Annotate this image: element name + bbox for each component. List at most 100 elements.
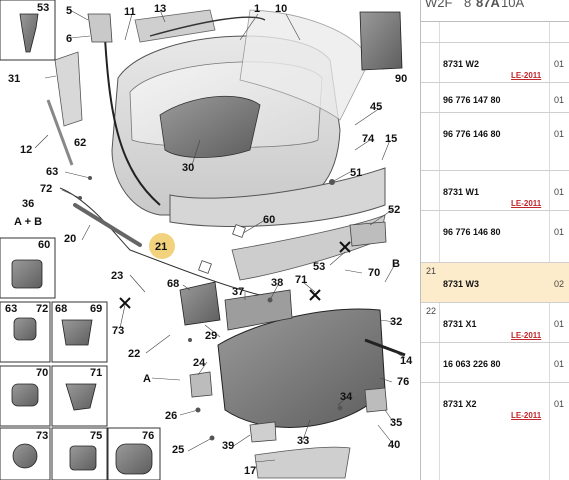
bracket-24	[189, 371, 213, 398]
callout-68: 68	[167, 278, 179, 290]
callout-74: 74	[362, 133, 375, 145]
callout-a-plus-b: A + B	[14, 216, 42, 228]
callout-15: 15	[385, 133, 397, 145]
callout-63-inset: 63	[5, 303, 17, 315]
callout-12: 12	[20, 144, 32, 156]
callout-45: 45	[370, 101, 382, 113]
callout-75: 75	[90, 430, 102, 442]
callout-51: 51	[350, 167, 362, 179]
part-reference: 96 776 146 80	[443, 227, 501, 237]
part-reference: 8731 W2	[443, 59, 480, 69]
spoiler-13	[134, 9, 216, 43]
lock-68	[179, 281, 221, 326]
inset-part-shapes	[11, 13, 153, 475]
part-row[interactable]: 21 8731 W3 02	[421, 262, 569, 302]
exploded-parts-diagram: 53 5 6 11 13 1 10 90 31 12 62 63 72 36 A…	[0, 0, 413, 480]
callout-53: 53	[37, 2, 49, 14]
callout-71: 71	[295, 274, 307, 286]
part-quantity: 01	[554, 399, 565, 409]
callout-11: 11	[124, 6, 136, 18]
part-note-link: LE-2011	[511, 199, 542, 208]
callout-73: 73	[112, 325, 124, 337]
callout-36: 36	[22, 198, 34, 210]
callout-69: 69	[90, 303, 102, 315]
seal-strip-1	[149, 16, 266, 37]
bracket-31	[54, 51, 83, 127]
callout-13: 13	[154, 3, 166, 15]
part-note-link: LE-2011	[511, 331, 542, 340]
part-row[interactable]: 96 776 146 80 01	[421, 112, 569, 170]
clip-5-6	[87, 13, 113, 43]
part-row[interactable]: 96 776 147 80 01	[421, 82, 569, 112]
lamp-35	[364, 387, 388, 413]
panel-header: W2F 8 87A 10A	[421, 0, 569, 22]
part-reference: 96 776 147 80	[443, 95, 501, 105]
callout-71-inset: 71	[90, 367, 102, 379]
part-quantity: 01	[554, 227, 565, 237]
rod-12	[46, 99, 74, 166]
strut-20	[73, 203, 142, 247]
highlight-21	[149, 233, 175, 259]
inner-mechanism-30	[159, 95, 261, 158]
callout-70-inset: 70	[36, 367, 48, 379]
callout-76-inset: 76	[142, 430, 154, 442]
callout-30: 30	[182, 162, 194, 174]
part-quantity: 01	[554, 95, 565, 105]
callout-20: 20	[64, 233, 76, 245]
part-quantity: 01	[554, 59, 565, 69]
part-row[interactable]: 96 776 146 80 01	[421, 210, 569, 262]
callout-70: 70	[368, 267, 380, 279]
header-group: 8	[464, 0, 472, 10]
callout-52: 52	[388, 204, 400, 216]
callout-33: 33	[297, 435, 309, 447]
seal-11	[104, 37, 161, 206]
callout-60-inset: 60	[38, 239, 50, 251]
part-quantity: 01	[554, 187, 565, 197]
callout-1: 1	[254, 3, 260, 15]
callout-68-inset: 68	[55, 303, 67, 315]
part-note-link: LE-2011	[511, 411, 542, 420]
callout-29: 29	[205, 330, 217, 342]
callout-37: 37	[232, 286, 244, 298]
callout-10: 10	[275, 3, 287, 15]
header-code: W2F	[425, 0, 453, 10]
callout-53-b: 53	[313, 261, 325, 273]
part-reference: 8731 W3	[443, 279, 480, 289]
part-index: 21	[426, 266, 437, 276]
part-reference: 96 776 146 80	[443, 129, 501, 139]
header-section: 87A	[476, 0, 500, 10]
part-quantity: 01	[554, 129, 565, 139]
part-reference: 8731 W1	[443, 187, 480, 197]
cross-clips	[119, 241, 351, 309]
callout-63: 63	[46, 166, 58, 178]
callout-5: 5	[66, 5, 72, 17]
callout-22: 22	[128, 348, 140, 360]
part-quantity: 02	[554, 279, 565, 289]
trim-17	[254, 446, 351, 479]
callout-24: 24	[193, 357, 206, 369]
glass-panel-10	[239, 9, 371, 121]
callout-72-inset: 72	[36, 303, 48, 315]
callout-b: B	[392, 258, 400, 270]
handle-52	[349, 221, 387, 247]
callout-38: 38	[271, 277, 283, 289]
switch-39	[249, 421, 277, 443]
module-90	[359, 11, 403, 71]
callout-60: 60	[263, 214, 275, 226]
inset-panel-grid	[0, 0, 161, 480]
part-quantity: 01	[554, 319, 565, 329]
square-clips	[198, 224, 246, 274]
callout-73-inset: 73	[36, 430, 48, 442]
wiring-harness	[59, 187, 261, 296]
part-index: 22	[426, 306, 437, 316]
callout-39: 39	[222, 440, 234, 452]
callout-a: A	[143, 373, 151, 385]
callout-90: 90	[395, 73, 407, 85]
callout-72: 72	[40, 183, 52, 195]
